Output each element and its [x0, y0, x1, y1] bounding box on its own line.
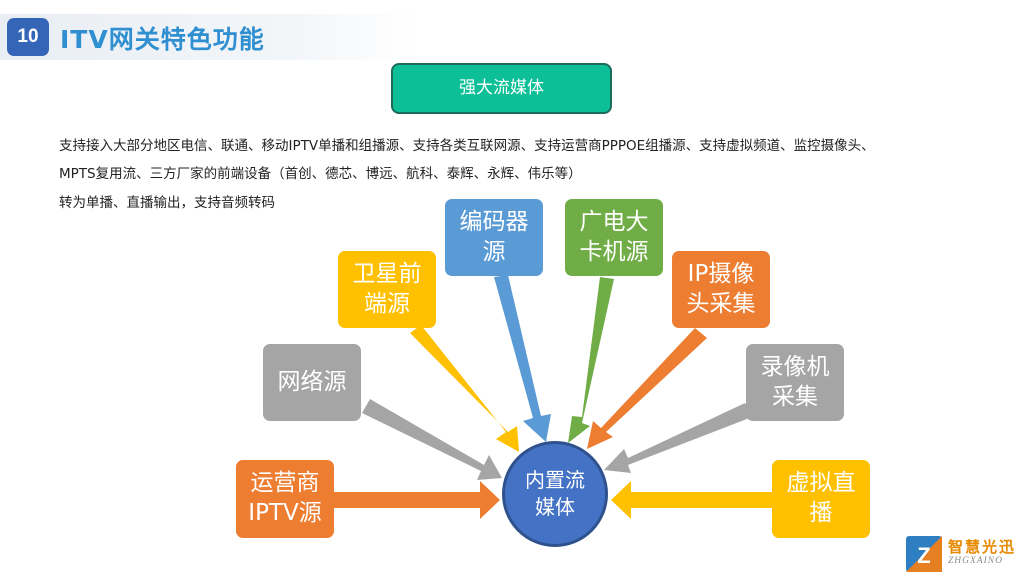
- description-line-3: 转为单播、直播输出，支持音频转码: [59, 195, 275, 211]
- brand-name-en: ZHGXAINO: [948, 556, 1003, 566]
- source-recorder: 录像机 采集: [746, 344, 844, 421]
- source-satellite: 卫星前 端源: [338, 251, 436, 328]
- brand-logo-icon: Z: [906, 536, 942, 572]
- page-title: ITV网关特色功能: [60, 25, 265, 54]
- arrow-encoder: [494, 275, 551, 442]
- arrow-recorder: [604, 403, 752, 473]
- source-ip-camera: IP摄像 头采集: [672, 251, 770, 328]
- arrow-broadcast: [568, 277, 614, 443]
- arrow-ipcam: [587, 328, 707, 449]
- source-broadcast: 广电大 卡机源: [565, 199, 663, 276]
- hub-builtin-streaming: 内置流 媒体: [502, 441, 608, 547]
- brand-name-cn: 智慧光迅: [948, 538, 1017, 556]
- header-band: [0, 14, 420, 60]
- svg-text:Z: Z: [917, 543, 930, 568]
- description-line-1: 支持接入大部分地区电信、联通、移动IPTV单播和组播源、支持各类互联网源、支持运…: [59, 138, 875, 154]
- arrow-virtual: [611, 481, 772, 519]
- source-virtual-live: 虚拟直 播: [772, 460, 870, 538]
- streaming-media-button[interactable]: 强大流媒体: [391, 63, 612, 114]
- source-network: 网络源: [263, 344, 361, 421]
- source-iptv: 运营商 IPTV源: [236, 460, 334, 538]
- arrow-network: [362, 399, 502, 480]
- section-number-badge: 10: [7, 18, 49, 56]
- source-encoder: 编码器 源: [445, 199, 543, 276]
- arrow-satellite: [410, 325, 519, 452]
- arrow-iptv: [334, 481, 500, 519]
- description-line-2: MPTS复用流、三方厂家的前端设备（首创、德芯、博远、航科、泰辉、永辉、伟乐等）: [59, 166, 582, 182]
